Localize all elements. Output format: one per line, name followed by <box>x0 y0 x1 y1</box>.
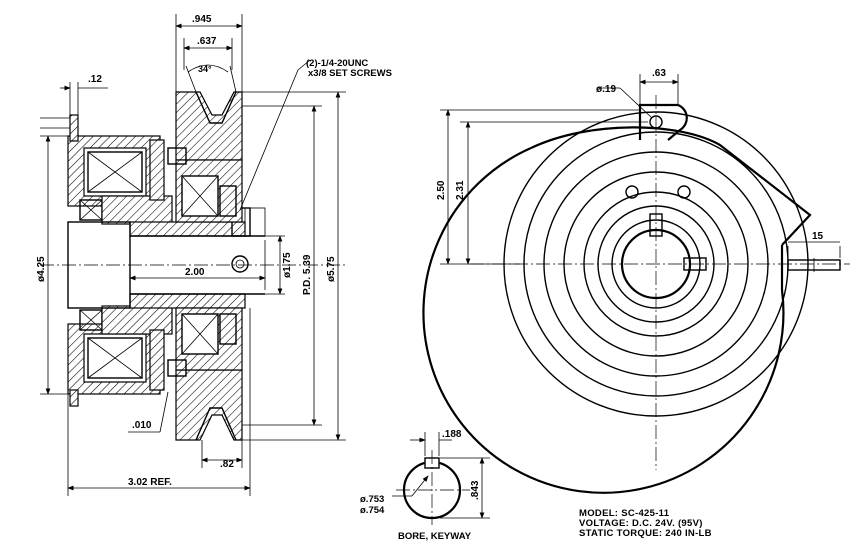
tab-height-b-label: 2.31 <box>455 180 466 200</box>
spec-notes: MODEL: SC-425-11 VOLTAGE: D.C. 24V. (95V… <box>579 509 712 539</box>
bore-keyway-detail <box>392 432 490 525</box>
section-view <box>40 91 345 441</box>
set-screws-label-line1: (2)-1/4-20UNC <box>306 58 368 69</box>
torque-note: STATIC TORQUE: 240 IN-LB <box>579 528 712 539</box>
bore-keyway-caption: BORE, KEYWAY <box>398 531 472 542</box>
end-view-labels: ø.19 .63 2.50 2.31 15 <box>436 68 824 242</box>
voltage-note: VOLTAGE: D.C. 24V. (95V) <box>579 518 703 529</box>
hole-offset-label: .63 <box>652 68 666 79</box>
air-gap-label: .010 <box>132 420 152 431</box>
groove-width-label: .637 <box>197 36 217 47</box>
set-screws-label-line2: x3/8 SET SCREWS <box>308 68 392 79</box>
tab-height-a-label: 2.50 <box>436 180 447 200</box>
flange-thickness-label: .12 <box>88 74 102 85</box>
key-width-label: .188 <box>442 429 462 440</box>
model-note: MODEL: SC-425-11 <box>579 508 670 519</box>
face-width-label: .945 <box>192 14 212 25</box>
end-view-dimensions <box>440 74 841 265</box>
bore-min-label: ø.753 <box>360 494 384 505</box>
key-depth-label: .843 <box>470 480 481 500</box>
pitch-diameter-label: P.D. 5.39 <box>302 254 313 295</box>
end-view <box>422 95 850 494</box>
section-labels: .945 .637 34° .12 (2)-1/4-20UNC x3/8 SET… <box>36 14 392 488</box>
lead-length-label: 15 <box>812 231 824 242</box>
bore-keyway-labels: .188 ø.753 ø.754 .843 BORE, KEYWAY <box>360 429 481 542</box>
overall-length-label: 3.02 REF. <box>128 477 172 488</box>
hole-diameter-label: ø.19 <box>596 84 616 95</box>
bore-max-label: ø.754 <box>360 505 385 516</box>
pulley-offset-label: .82 <box>220 459 234 470</box>
hub-length-label: 2.00 <box>185 267 205 278</box>
outer-diameter-label: ø4.25 <box>36 256 47 282</box>
section-dimensions <box>40 14 346 496</box>
hub-diameter-label: ø1.75 <box>282 252 293 278</box>
pulley-diameter-label: ø5.75 <box>326 256 337 282</box>
groove-angle-label: 34° <box>198 64 212 74</box>
